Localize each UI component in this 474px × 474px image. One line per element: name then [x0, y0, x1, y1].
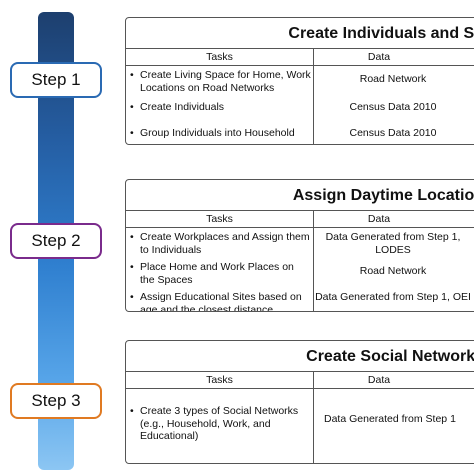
data-header: Data	[367, 374, 391, 386]
table-header: Tasks Data	[126, 49, 474, 66]
task-text: Group Individuals into Household	[140, 127, 295, 139]
task-text: Place Home and Work Places on the Spaces	[140, 261, 294, 286]
table-row: •Place Home and Work Places on the Space…	[130, 261, 311, 291]
task-text: Create 3 types of Social Networks (e.g.,…	[140, 405, 299, 442]
step-2-panel: Assign Daytime Location Tasks Data •Crea…	[125, 179, 474, 312]
table-header: Tasks Data	[126, 211, 474, 228]
task-text: Create Workplaces and Assign them to Ind…	[140, 231, 310, 256]
table-body: •Create 3 types of Social Networks (e.g.…	[126, 389, 474, 463]
panel-title: Create Individuals and Sp	[126, 18, 474, 49]
data-value: Data Generated from Step 1	[324, 413, 456, 425]
step-2-label: Step 2	[10, 223, 102, 259]
tasks-header: Tasks	[126, 211, 314, 227]
table-body: •Create Workplaces and Assign them to In…	[126, 228, 474, 312]
data-header: Data	[367, 213, 391, 225]
table-body: •Create Living Space for Home, Work Loca…	[126, 66, 474, 144]
data-value: Census Data 2010	[349, 127, 437, 139]
data-header: Data	[367, 51, 391, 63]
task-text: Assign Educational Sites based on age an…	[140, 291, 302, 312]
data-value: Census Data 2010	[349, 101, 437, 113]
step-1-panel: Create Individuals and Sp Tasks Data •Cr…	[125, 17, 474, 145]
data-value: Road Network	[359, 73, 427, 85]
step-1-label: Step 1	[10, 62, 102, 98]
table-row: •Assign Educational Sites based on age a…	[130, 291, 311, 312]
tasks-header: Tasks	[126, 49, 314, 65]
task-text: Create Individuals	[140, 101, 225, 113]
table-row: •Group Individuals into Household	[130, 127, 311, 144]
data-value: Data Generated from Step 1, LODES	[325, 231, 461, 256]
table-row: •Create Living Space for Home, Work Loca…	[130, 69, 311, 101]
tasks-header: Tasks	[126, 372, 314, 388]
data-value: Road Network	[359, 265, 427, 277]
table-row: •Create Individuals	[130, 101, 311, 127]
step-3-label: Step 3	[10, 383, 102, 419]
table-row: •Create 3 types of Social Networks (e.g.…	[130, 405, 311, 443]
data-value: Data Generated from Step 1, OEI	[315, 291, 471, 303]
table-header: Tasks Data	[126, 372, 474, 389]
panel-title: Assign Daytime Location	[126, 180, 474, 211]
panel-title: Create Social Networks	[126, 341, 474, 372]
task-text: Create Living Space for Home, Work Locat…	[140, 69, 311, 94]
table-row: •Create Workplaces and Assign them to In…	[130, 231, 311, 261]
step-3-panel: Create Social Networks Tasks Data •Creat…	[125, 340, 474, 464]
